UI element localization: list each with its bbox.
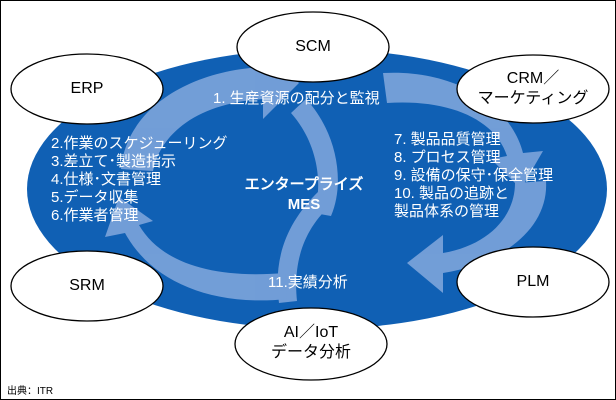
center-title: エンタープライズ MES: [229, 175, 379, 215]
arrow-top-right: [383, 72, 543, 189]
ai-iot-label: AI／IoT データ分析: [251, 323, 371, 363]
function-9-label: 9. 設備の保守･保全管理: [394, 167, 554, 184]
function-6-label: 6.作業者管理: [51, 207, 139, 224]
arrow-bottom-center: [277, 191, 333, 303]
function-3-label: 3.差立て･製造指示: [51, 153, 177, 170]
crm-label: CRM／ マーケティング: [463, 69, 603, 109]
erp-node: [10, 53, 164, 125]
center-title-line2: MES: [287, 196, 321, 213]
function-2-label: 2.作業のスケジューリング: [51, 135, 228, 152]
function-11-label: 11.実績分析: [268, 274, 348, 291]
function-10-label-cont: 製品体系の管理: [394, 203, 500, 220]
function-5-label: 5.データ収集: [51, 189, 139, 206]
right-functions-list: 7. 製品品質管理 8. プロセス管理 9. 設備の保守･保全管理 10. 製品…: [394, 131, 553, 221]
left-functions-list: 2.作業のスケジューリング 3.差立て･製造指示 4.仕様･文書管理 5.データ…: [51, 135, 227, 225]
arrow-top-left: [121, 49, 299, 171]
scm-label: SCM: [295, 38, 331, 55]
function-7-label: 7. 製品品質管理: [394, 131, 501, 148]
crm-label-line2: マーケティング: [477, 90, 589, 107]
arrow-bottom-left: [105, 197, 287, 301]
function-4-label: 4.仕様･文書管理: [51, 171, 162, 188]
ai-iot-label-line2: データ分析: [270, 344, 351, 361]
srm-label: SRM: [69, 277, 105, 294]
plm-label: PLM: [516, 273, 550, 290]
crm-node: [456, 54, 610, 124]
crm-label-line1: CRM／: [506, 70, 560, 87]
circulating-arrows: [105, 49, 547, 303]
srm-node: [10, 250, 164, 322]
ai-iot-label-line1: AI／IoT: [283, 324, 339, 341]
scm-node: [236, 11, 390, 83]
center-title-line1: エンタープライズ: [244, 176, 364, 193]
arrow-right-down: [407, 181, 547, 293]
source-credit: 出典：ITR: [7, 386, 54, 397]
erp-label: ERP: [70, 80, 104, 97]
arrow-top-center: [291, 99, 338, 216]
function-8-label: 8. プロセス管理: [394, 149, 501, 166]
function-10-label: 10. 製品の追跡と: [394, 185, 510, 202]
ai-iot-node: [234, 307, 388, 381]
function-1-label: 1. 生産資源の配分と監視: [213, 90, 380, 107]
plm-node: [456, 246, 610, 318]
